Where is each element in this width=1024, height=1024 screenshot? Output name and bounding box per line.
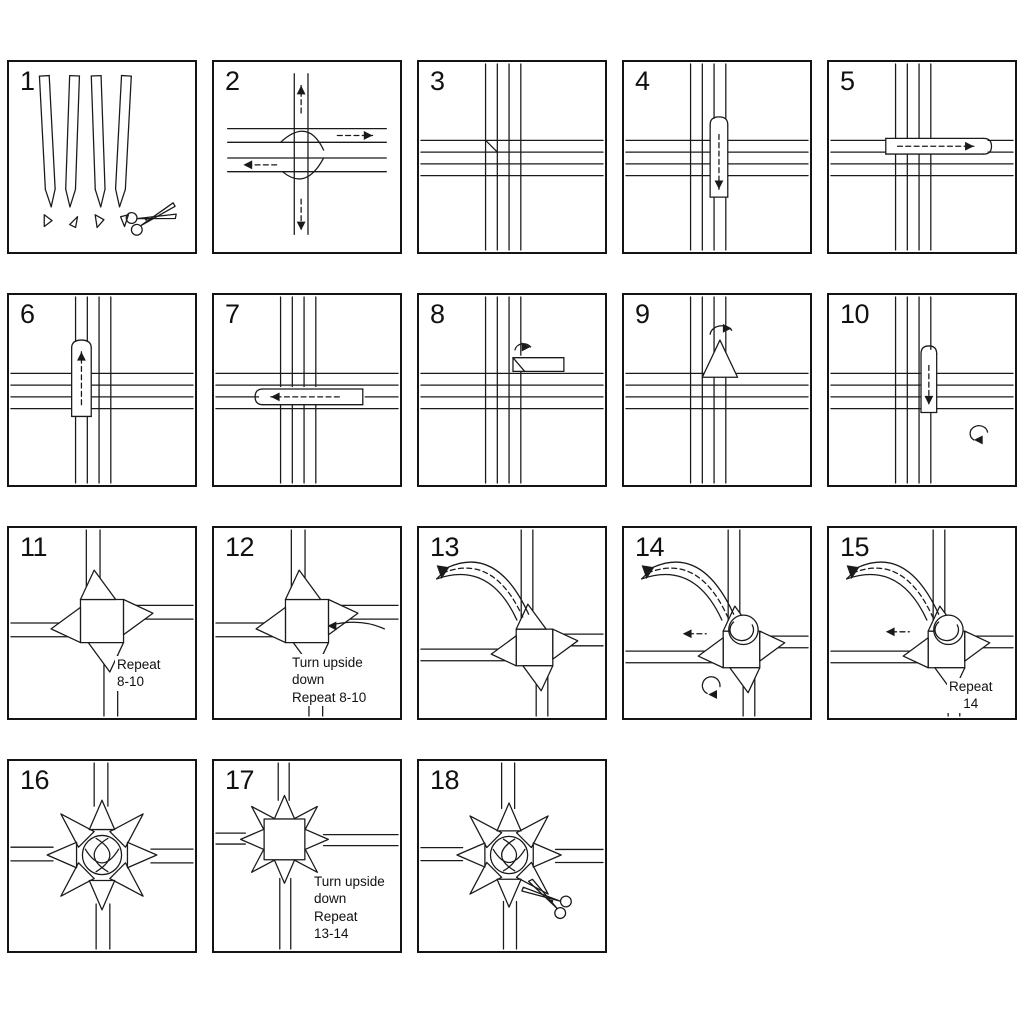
step-number: 13 xyxy=(430,532,460,562)
arrowhead-icon xyxy=(924,395,934,405)
step-note: Turn upside down Repeat 8-10 xyxy=(290,654,369,706)
arrowhead-icon xyxy=(77,351,86,361)
dashed-arrow-icon xyxy=(714,133,724,190)
step-illustration-9 xyxy=(625,296,809,484)
rotate-arrow-icon xyxy=(709,323,733,335)
step-note: Turn upside down Repeat 13-14 xyxy=(312,873,387,943)
step-panel-17: 17 Turn upside down Repeat 13-14 xyxy=(212,759,402,953)
step-number: 8 xyxy=(430,299,445,329)
step-number: 11 xyxy=(20,532,48,562)
step-number: 3 xyxy=(430,66,445,96)
step-panel-12: 12 Turn upside down Repeat 8-10 xyxy=(212,526,402,720)
step-panel-15: 15 Repeat 14 xyxy=(827,526,1017,720)
step-illustration-7 xyxy=(215,296,399,484)
rotate-arrow-icon xyxy=(701,676,721,699)
arrowhead-icon xyxy=(885,627,895,637)
dashed-arrow-icon xyxy=(336,131,374,140)
dashed-arrow-icon xyxy=(896,141,975,151)
step-panel-5: 5 xyxy=(827,60,1017,254)
step-note: Repeat 14 xyxy=(947,678,995,713)
step-illustration-4 xyxy=(625,63,809,251)
step-number: 10 xyxy=(840,299,870,329)
step-panel-1: 1 xyxy=(7,60,197,254)
step-illustration-2 xyxy=(227,73,387,235)
step-illustration-11 xyxy=(10,529,194,717)
step-number: 14 xyxy=(635,532,665,562)
step-number: 2 xyxy=(225,66,240,96)
arrowhead-icon xyxy=(682,629,692,639)
step-number: 7 xyxy=(225,299,240,329)
arrowhead-icon xyxy=(243,160,253,170)
scissors-icon xyxy=(125,202,177,236)
step-illustration-15 xyxy=(830,529,1014,717)
arrowhead-icon xyxy=(363,131,373,140)
step-number: 18 xyxy=(430,765,460,795)
arrowhead-icon xyxy=(846,565,860,579)
step-note: Repeat 8-10 xyxy=(115,656,163,691)
step-number: 1 xyxy=(20,66,35,96)
step-illustration-16 xyxy=(10,762,194,950)
step-panel-9: 9 xyxy=(622,293,812,487)
step-illustration-18 xyxy=(420,762,604,950)
step-illustration-13 xyxy=(420,529,604,717)
step-illustration-3 xyxy=(420,63,604,251)
arrowhead-icon xyxy=(327,621,337,631)
step-number: 12 xyxy=(225,532,255,562)
arrowhead-icon xyxy=(714,180,724,190)
arrowhead-icon xyxy=(973,435,983,445)
step-number: 6 xyxy=(20,299,35,329)
step-illustration-14 xyxy=(625,529,809,717)
step-panel-4: 4 xyxy=(622,60,812,254)
step-illustration-8 xyxy=(420,296,604,484)
step-panel-7: 7 xyxy=(212,293,402,487)
step-number: 5 xyxy=(840,66,855,96)
step-number: 4 xyxy=(635,66,650,96)
dashed-arrow-icon xyxy=(270,392,340,402)
dashed-arrow-icon xyxy=(296,84,306,114)
step-illustration-10 xyxy=(830,296,1014,484)
dashed-arrow-icon xyxy=(296,198,306,232)
step-number: 9 xyxy=(635,299,650,329)
step-panel-8: 8 xyxy=(417,293,607,487)
step-panel-18: 18 xyxy=(417,759,607,953)
step-panel-14: 14 xyxy=(622,526,812,720)
arrowhead-icon xyxy=(521,342,531,352)
step-illustration-17 xyxy=(215,762,399,950)
step-panel-3: 3 xyxy=(417,60,607,254)
push-arrow-icon xyxy=(885,627,910,637)
scissors-icon xyxy=(521,878,572,920)
arrowhead-icon xyxy=(965,141,974,151)
arrowhead-icon xyxy=(722,323,732,333)
step-number: 17 xyxy=(225,765,255,795)
step-panel-10: 10 xyxy=(827,293,1017,487)
step-panel-6: 6 xyxy=(7,293,197,487)
rotate-arrow-icon xyxy=(969,425,989,445)
step-panel-16: 16 xyxy=(7,759,197,953)
rotate-arrow-icon xyxy=(514,342,532,352)
step-panel-13: 13 xyxy=(417,526,607,720)
arrowhead-icon xyxy=(296,221,306,231)
step-illustration-5 xyxy=(830,63,1014,251)
dashed-arrow-icon xyxy=(924,364,934,406)
step-number: 15 xyxy=(840,532,870,562)
arrowhead-icon xyxy=(270,392,280,402)
step-number: 16 xyxy=(20,765,50,795)
step-illustration-1 xyxy=(38,74,177,236)
arrowhead-icon xyxy=(436,565,450,579)
step-panel-2: 2 xyxy=(212,60,402,254)
step-panel-11: 11 Repeat 8-10 xyxy=(7,526,197,720)
dashed-arrow-icon xyxy=(77,351,86,406)
arrowhead-icon xyxy=(296,85,306,95)
arrowhead-icon xyxy=(641,565,655,579)
dashed-arrow-icon xyxy=(242,160,278,170)
step-illustration-6 xyxy=(10,296,194,484)
arrowhead-icon xyxy=(708,690,717,699)
flip-arrow-icon xyxy=(327,621,385,631)
push-arrow-icon xyxy=(682,629,707,639)
